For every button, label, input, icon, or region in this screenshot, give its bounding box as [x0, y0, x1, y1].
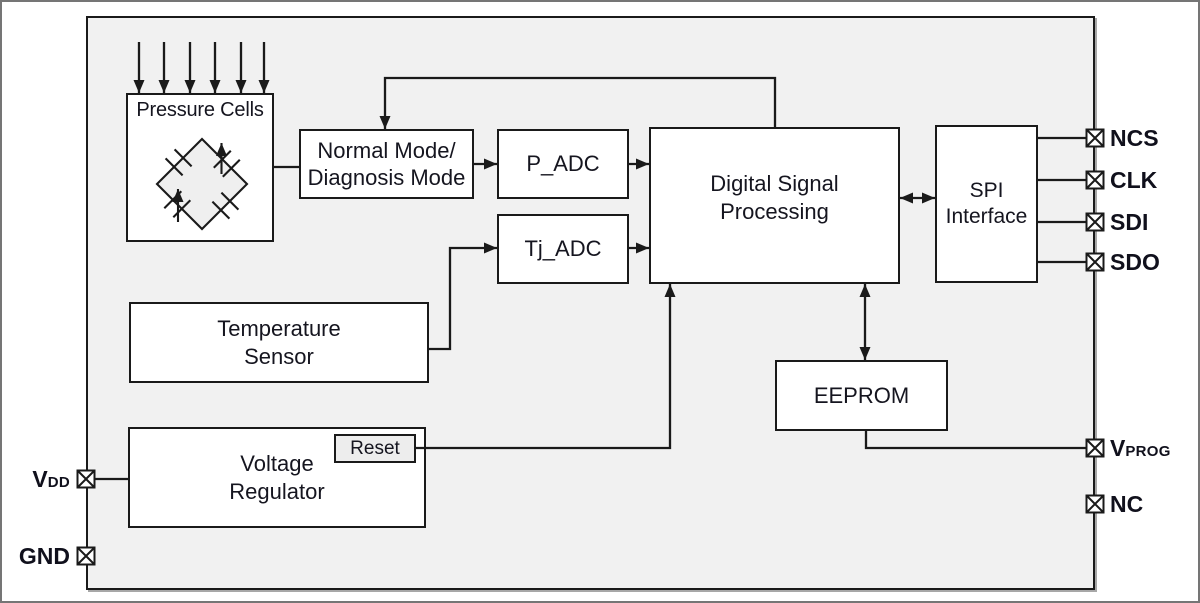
pin-label-subscript: DD: [47, 474, 70, 491]
pin-label-nc: NC: [1110, 490, 1143, 518]
block-p-adc: P_ADC: [497, 129, 629, 199]
pin-label-text: V: [1110, 435, 1126, 461]
block-normal-diagnosis-mode: Normal Mode/ Diagnosis Mode: [299, 129, 474, 199]
pin-label-subscript: PROG: [1125, 443, 1171, 460]
block-reset: Reset: [334, 434, 416, 463]
block-digital-signal-processing: Digital Signal Processing: [649, 127, 900, 284]
pin-label-sdi: SDI: [1110, 208, 1148, 236]
pin-label-clk: CLK: [1110, 166, 1157, 194]
pin-label-gnd: GND: [2, 542, 70, 570]
pin-label-text: NCS: [1110, 125, 1159, 151]
pin-label-text: SDO: [1110, 249, 1160, 275]
pin-label-vprog: VPROG: [1110, 434, 1171, 462]
pin-label-text: SDI: [1110, 209, 1149, 235]
pin-label-text: GND: [18, 543, 70, 569]
pin-label-vdd: VDD: [2, 465, 70, 493]
pin-label-text: NC: [1110, 491, 1144, 517]
block-temperature-sensor: Temperature Sensor: [129, 302, 429, 383]
pin-label-text: V: [32, 466, 48, 492]
block-eeprom: EEPROM: [775, 360, 948, 431]
block-tj-adc: Tj_ADC: [497, 214, 629, 284]
pin-label-ncs: NCS: [1110, 124, 1159, 152]
block-spi-interface: SPI Interface: [935, 125, 1038, 283]
pin-label-sdo: SDO: [1110, 248, 1160, 276]
block-pressure-cells: Pressure Cells: [126, 93, 274, 242]
pin-label-text: CLK: [1110, 167, 1158, 193]
